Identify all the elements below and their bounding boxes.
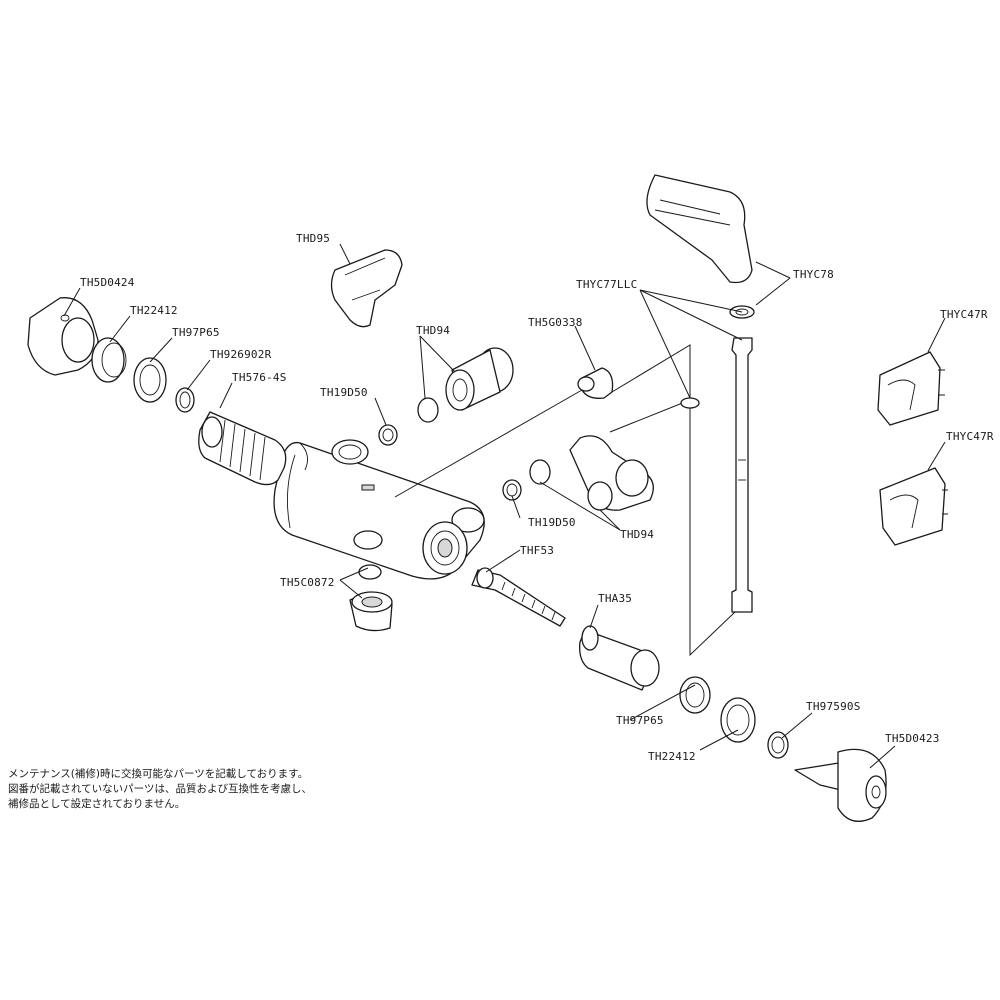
- thd94-top-elbow: [417, 347, 514, 423]
- thermostat-cartridge: [198, 411, 287, 486]
- th19d50-top-fitting: [378, 424, 398, 446]
- left-small-ring: [175, 387, 195, 413]
- label-th5g0338: TH5G0338: [528, 316, 583, 329]
- thyc47r-holder-top: [877, 351, 945, 426]
- label-thyc47r-bottom: THYC47R: [946, 430, 994, 443]
- part-labels: TH5D0424 TH22412 TH97P65 TH926902R TH576…: [80, 232, 994, 763]
- note-line-3: 補修品として設定されておりません。: [8, 798, 186, 810]
- label-thyc78: THYC78: [793, 268, 834, 281]
- label-th22412-right: TH22412: [648, 750, 696, 763]
- label-th576-4s: TH576-4S: [232, 371, 287, 384]
- label-th5c0872: TH5C0872: [280, 576, 335, 589]
- label-thd94-right: THD94: [620, 528, 654, 541]
- leader-lines: [63, 243, 946, 769]
- left-handle-cap: [27, 297, 99, 376]
- thf53-filter: [471, 567, 566, 627]
- shower-head: [646, 174, 753, 284]
- label-th19d50-right: TH19D50: [528, 516, 576, 529]
- valve-body: [273, 439, 485, 580]
- label-thyc47r-top: THYC47R: [940, 308, 988, 321]
- label-th97p65-right: TH97P65: [616, 714, 664, 727]
- label-thyc77llc: THYC77LLC: [576, 278, 637, 291]
- label-th97590s: TH97590S: [806, 700, 861, 713]
- note-line-1: メンテナンス(補修)時に交換可能なパーツを記載しております。: [8, 768, 309, 780]
- thyc47r-holder-bottom: [879, 467, 948, 546]
- shower-hose: [731, 337, 753, 613]
- th5g0338-washer: [680, 397, 700, 409]
- note-line-2: 図番が記載されていないパーツは、品質および互換性を考慮し、: [8, 783, 312, 795]
- hose-path-line: [609, 344, 736, 657]
- tha35-spindle: [579, 625, 660, 691]
- right-small-ring: [767, 731, 789, 759]
- label-tha35: THA35: [598, 592, 632, 605]
- label-thf53: THF53: [520, 544, 554, 557]
- thd94-right-elbow: [502, 435, 654, 511]
- thd95-holder: [330, 249, 403, 328]
- label-th22412-left: TH22412: [130, 304, 178, 317]
- th5c0872-union: [349, 564, 393, 632]
- label-th19d50-top: TH19D50: [320, 386, 368, 399]
- left-clip-ring: [133, 357, 167, 403]
- label-th5d0423: TH5D0423: [885, 732, 940, 745]
- label-thd94-top: THD94: [416, 324, 450, 337]
- label-th97p65-left: TH97P65: [172, 326, 220, 339]
- label-th5d0424: TH5D0424: [80, 276, 135, 289]
- th5g0338-elbow: [394, 367, 614, 498]
- maintenance-note: メンテナンス(補修)時に交換可能なパーツを記載しております。 図番が記載されてい…: [8, 767, 378, 812]
- right-handle-lever: [794, 748, 887, 822]
- right-nut-ring: [720, 697, 756, 743]
- right-clip-ring: [679, 676, 711, 714]
- label-th926902r: TH926902R: [210, 348, 272, 361]
- left-nut-ring: [91, 337, 127, 383]
- label-thd95: THD95: [296, 232, 330, 245]
